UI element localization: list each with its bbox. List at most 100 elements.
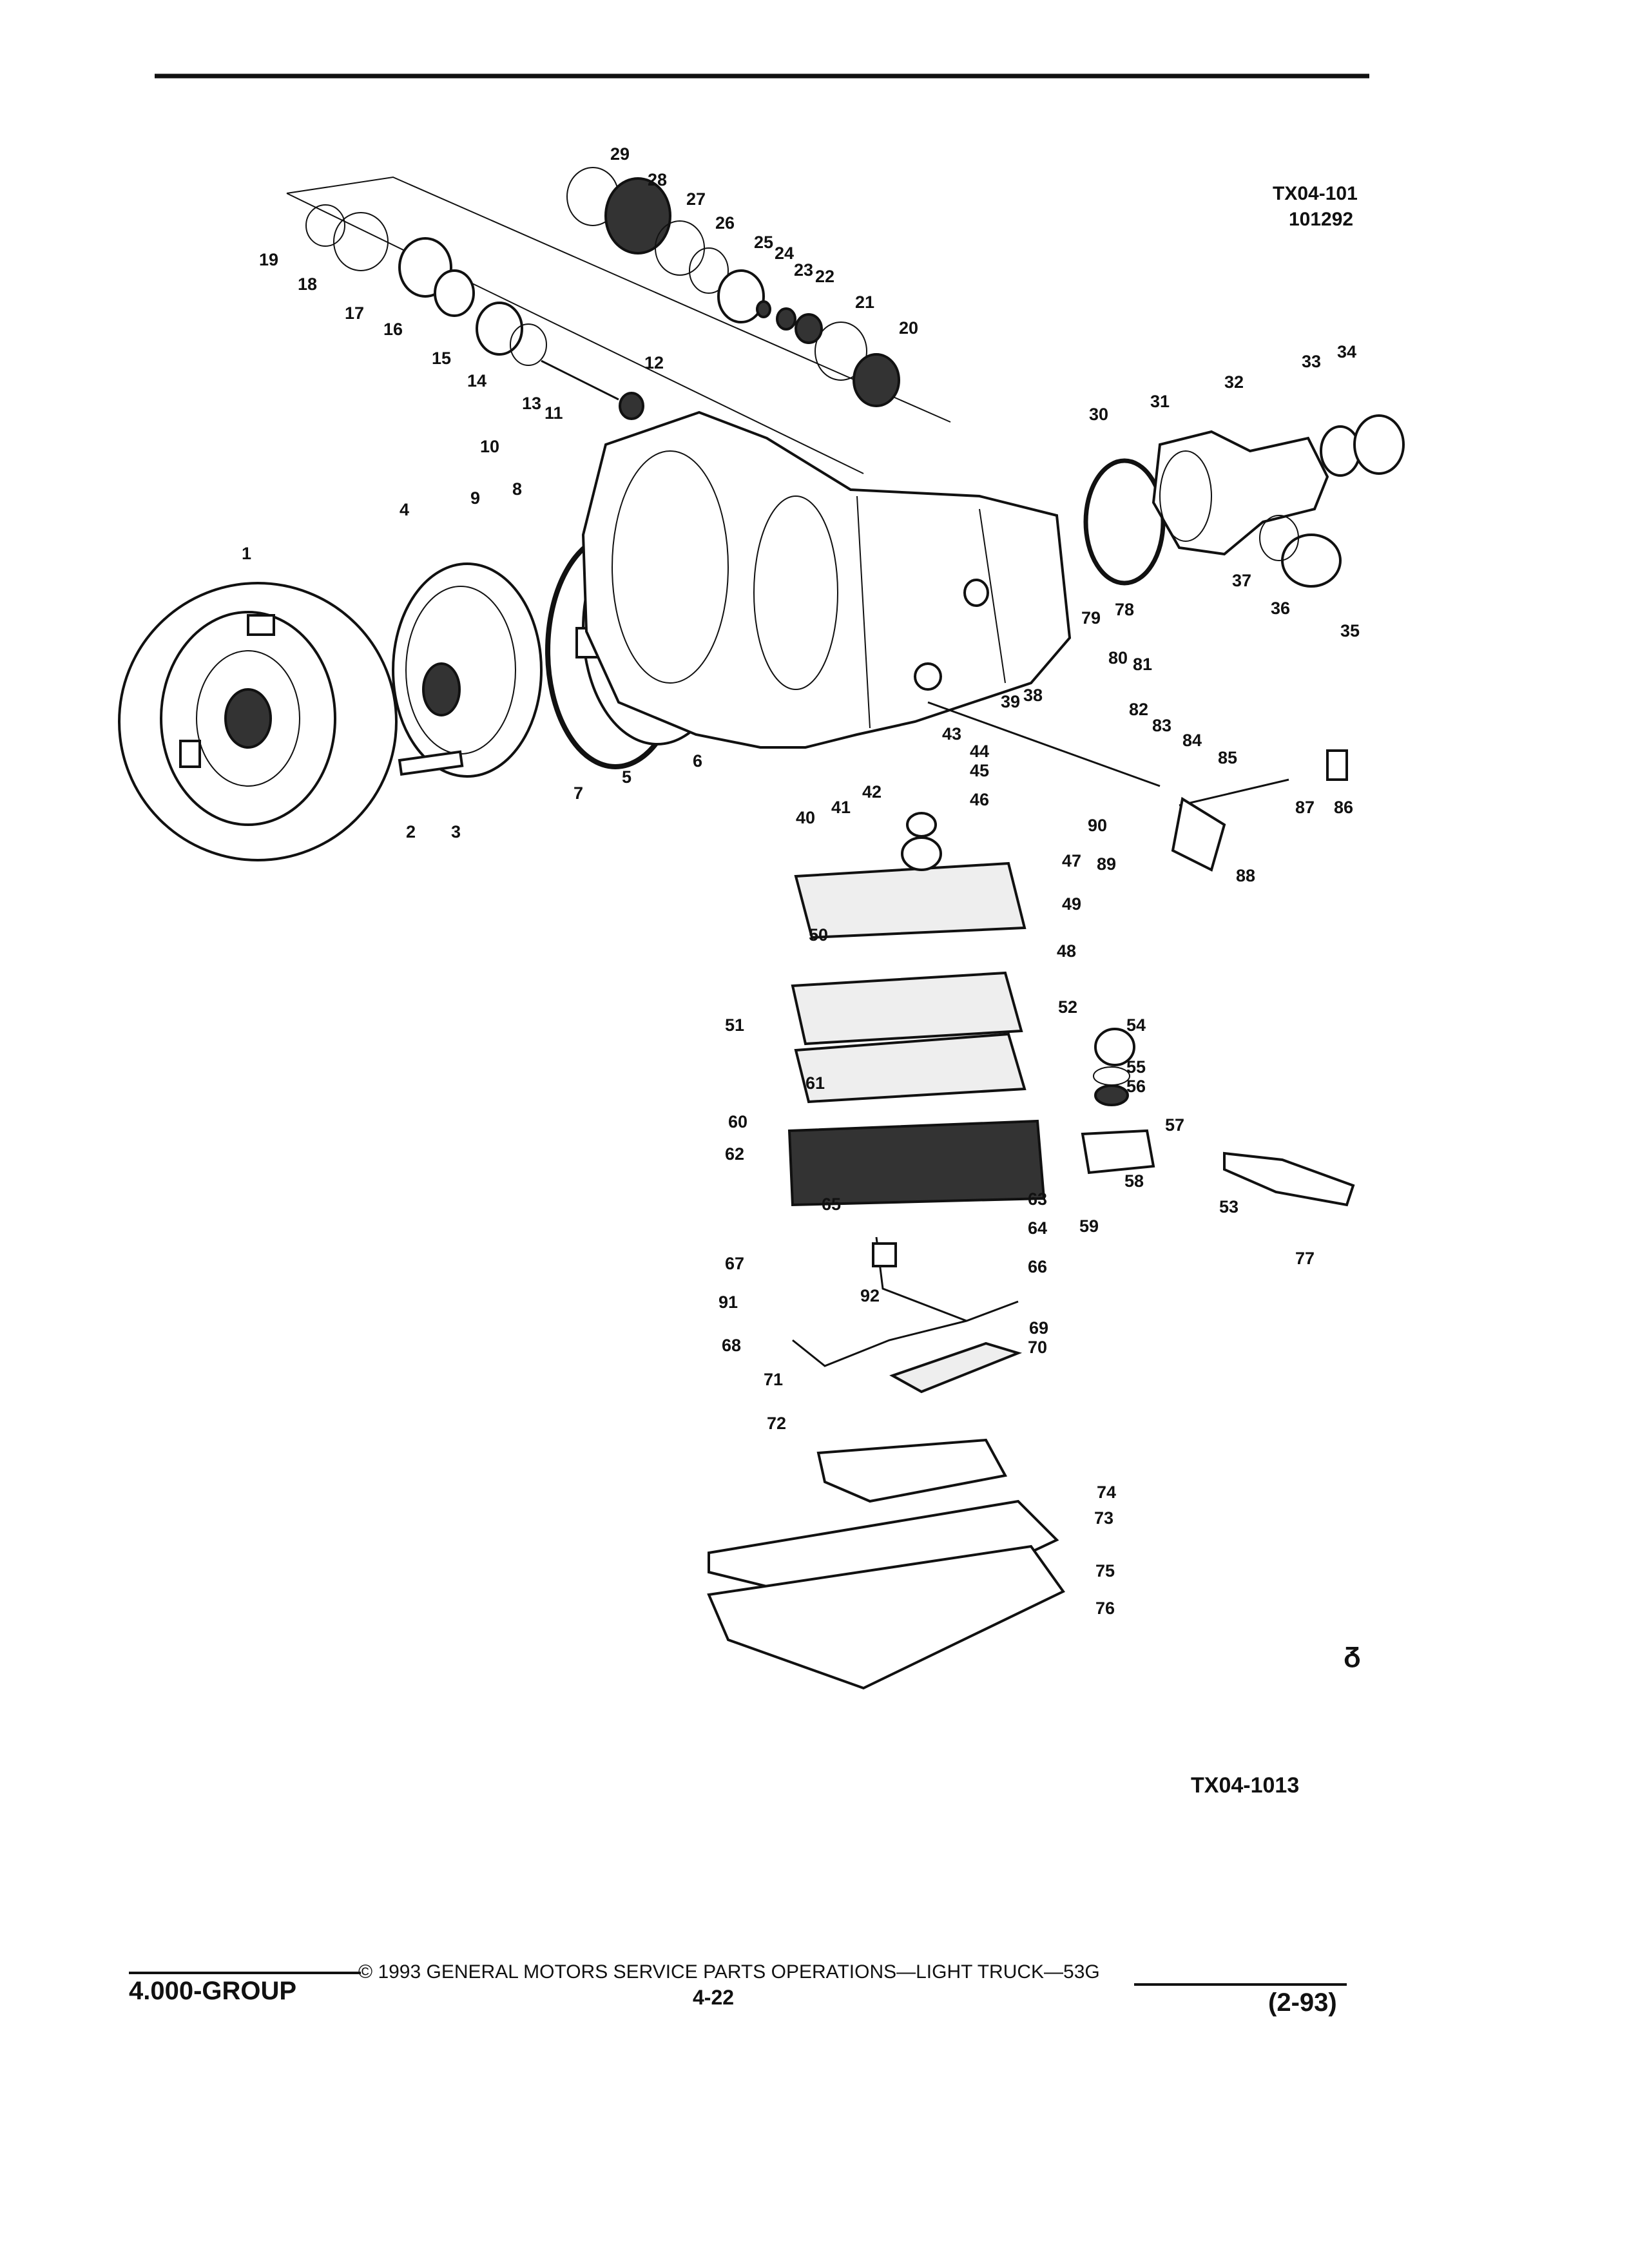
callout-17: 17 bbox=[345, 303, 364, 323]
callout-24: 24 bbox=[775, 244, 794, 263]
footer-group: 4.000-GROUP bbox=[129, 1977, 297, 2005]
callout-67: 67 bbox=[725, 1254, 744, 1273]
callout-43: 43 bbox=[942, 724, 961, 744]
callout-30: 30 bbox=[1089, 405, 1108, 424]
callout-58: 58 bbox=[1124, 1171, 1144, 1191]
callout-63: 63 bbox=[1028, 1189, 1047, 1209]
callout-1: 1 bbox=[242, 544, 251, 563]
callout-7: 7 bbox=[574, 783, 583, 803]
callout-35: 35 bbox=[1340, 621, 1360, 640]
accumulator bbox=[1081, 1028, 1155, 1175]
callout-53: 53 bbox=[1219, 1197, 1239, 1216]
callout-4: 4 bbox=[400, 500, 409, 519]
callout-15: 15 bbox=[432, 349, 451, 368]
footer-copyright: © 1993 GENERAL MOTORS SERVICE PARTS OPER… bbox=[358, 1961, 1100, 1983]
callout-18: 18 bbox=[298, 274, 317, 294]
callout-86: 86 bbox=[1334, 798, 1353, 817]
callout-2: 2 bbox=[406, 822, 416, 841]
callout-19: 19 bbox=[259, 250, 278, 269]
corner-mark: ᵹ bbox=[1344, 1637, 1361, 1668]
callout-16: 16 bbox=[383, 320, 403, 339]
callout-59: 59 bbox=[1079, 1216, 1099, 1236]
callout-87: 87 bbox=[1295, 798, 1315, 817]
callout-42: 42 bbox=[862, 782, 882, 802]
callout-50: 50 bbox=[809, 925, 828, 945]
torque-converter bbox=[118, 582, 398, 861]
callout-78: 78 bbox=[1115, 600, 1134, 619]
callout-11: 11 bbox=[545, 403, 563, 423]
oil-filter bbox=[816, 1438, 1008, 1503]
callout-72: 72 bbox=[767, 1414, 786, 1433]
callout-5: 5 bbox=[622, 767, 631, 787]
callout-80: 80 bbox=[1108, 648, 1128, 668]
upper-small-parts bbox=[305, 167, 900, 420]
oil-pump bbox=[392, 562, 543, 778]
callout-56: 56 bbox=[1126, 1077, 1146, 1096]
callout-47: 47 bbox=[1062, 851, 1081, 870]
callout-8: 8 bbox=[512, 479, 522, 499]
callout-28: 28 bbox=[648, 170, 667, 189]
callout-9: 9 bbox=[470, 488, 480, 508]
diagram-ref-bottom: TX04-1013 bbox=[1191, 1773, 1300, 1798]
callout-14: 14 bbox=[467, 371, 487, 390]
callout-21: 21 bbox=[855, 293, 874, 312]
callout-52: 52 bbox=[1058, 997, 1077, 1017]
callout-71: 71 bbox=[764, 1370, 783, 1389]
callout-60: 60 bbox=[728, 1112, 747, 1131]
callout-41: 41 bbox=[831, 798, 851, 817]
footer-page: 4-22 bbox=[693, 1986, 735, 2009]
callout-33: 33 bbox=[1302, 352, 1321, 371]
callout-57: 57 bbox=[1165, 1115, 1184, 1135]
callout-32: 32 bbox=[1224, 372, 1244, 392]
footer-rule-left bbox=[129, 1972, 361, 1974]
callout-83: 83 bbox=[1152, 716, 1171, 735]
callout-48: 48 bbox=[1057, 941, 1076, 961]
callout-79: 79 bbox=[1081, 608, 1101, 628]
callout-61: 61 bbox=[805, 1073, 825, 1093]
oil-pan bbox=[707, 1544, 1066, 1690]
callout-81: 81 bbox=[1133, 655, 1152, 674]
callout-69: 69 bbox=[1029, 1318, 1048, 1338]
callout-23: 23 bbox=[794, 260, 813, 280]
callout-34: 34 bbox=[1337, 342, 1356, 361]
callout-51: 51 bbox=[725, 1015, 744, 1035]
callout-36: 36 bbox=[1271, 599, 1290, 618]
callout-91: 91 bbox=[718, 1293, 738, 1312]
callout-6: 6 bbox=[693, 751, 702, 771]
callout-90: 90 bbox=[1088, 816, 1107, 835]
callout-88: 88 bbox=[1236, 866, 1255, 885]
callout-46: 46 bbox=[970, 790, 989, 809]
callout-49: 49 bbox=[1062, 894, 1081, 914]
callout-92: 92 bbox=[860, 1286, 880, 1305]
callout-77: 77 bbox=[1295, 1249, 1315, 1268]
diagram-ref-top-code: TX04-101 bbox=[1273, 183, 1358, 204]
footer-revision: (2-93) bbox=[1268, 1988, 1337, 2017]
callout-10: 10 bbox=[480, 437, 499, 456]
callout-65: 65 bbox=[822, 1195, 841, 1214]
callout-44: 44 bbox=[970, 742, 989, 761]
callout-26: 26 bbox=[715, 213, 735, 233]
callout-85: 85 bbox=[1218, 748, 1237, 767]
callout-29: 29 bbox=[610, 144, 630, 164]
footer-rule-right bbox=[1134, 1983, 1347, 1986]
callout-89: 89 bbox=[1097, 854, 1116, 874]
callout-25: 25 bbox=[754, 233, 773, 252]
upper-parts-bracket bbox=[286, 176, 951, 474]
callout-74: 74 bbox=[1097, 1483, 1116, 1502]
callout-13: 13 bbox=[522, 394, 541, 413]
callout-75: 75 bbox=[1095, 1561, 1115, 1581]
callout-64: 64 bbox=[1028, 1218, 1047, 1238]
wiring-harness bbox=[792, 1236, 1023, 1394]
callout-55: 55 bbox=[1126, 1057, 1146, 1077]
extension-housing bbox=[1083, 414, 1405, 588]
callout-76: 76 bbox=[1095, 1599, 1115, 1618]
callout-70: 70 bbox=[1028, 1338, 1047, 1357]
transmission-case bbox=[581, 410, 1072, 749]
callout-82: 82 bbox=[1129, 700, 1148, 719]
callout-27: 27 bbox=[686, 189, 706, 209]
callout-54: 54 bbox=[1126, 1015, 1146, 1035]
callout-73: 73 bbox=[1094, 1508, 1113, 1528]
callout-12: 12 bbox=[644, 353, 664, 372]
diagram-ref-top-date: 101292 bbox=[1289, 209, 1354, 230]
